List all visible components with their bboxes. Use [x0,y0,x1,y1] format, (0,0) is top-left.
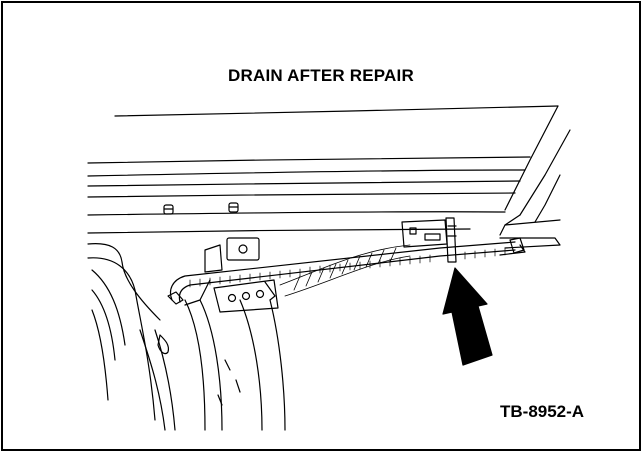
mounting-studs [163,202,239,215]
roof-panel-lines [87,105,559,234]
figure-id-label: TB-8952-A [500,402,585,421]
left-body-structure [87,243,286,431]
location-arrow [442,267,493,366]
drain-clip [401,217,457,263]
rear-pillar [499,105,571,256]
drain-hose [167,237,525,305]
figure-title: DRAIN AFTER REPAIR [228,66,414,85]
mounting-bracket [204,237,279,313]
insulation-wrap [279,244,411,297]
